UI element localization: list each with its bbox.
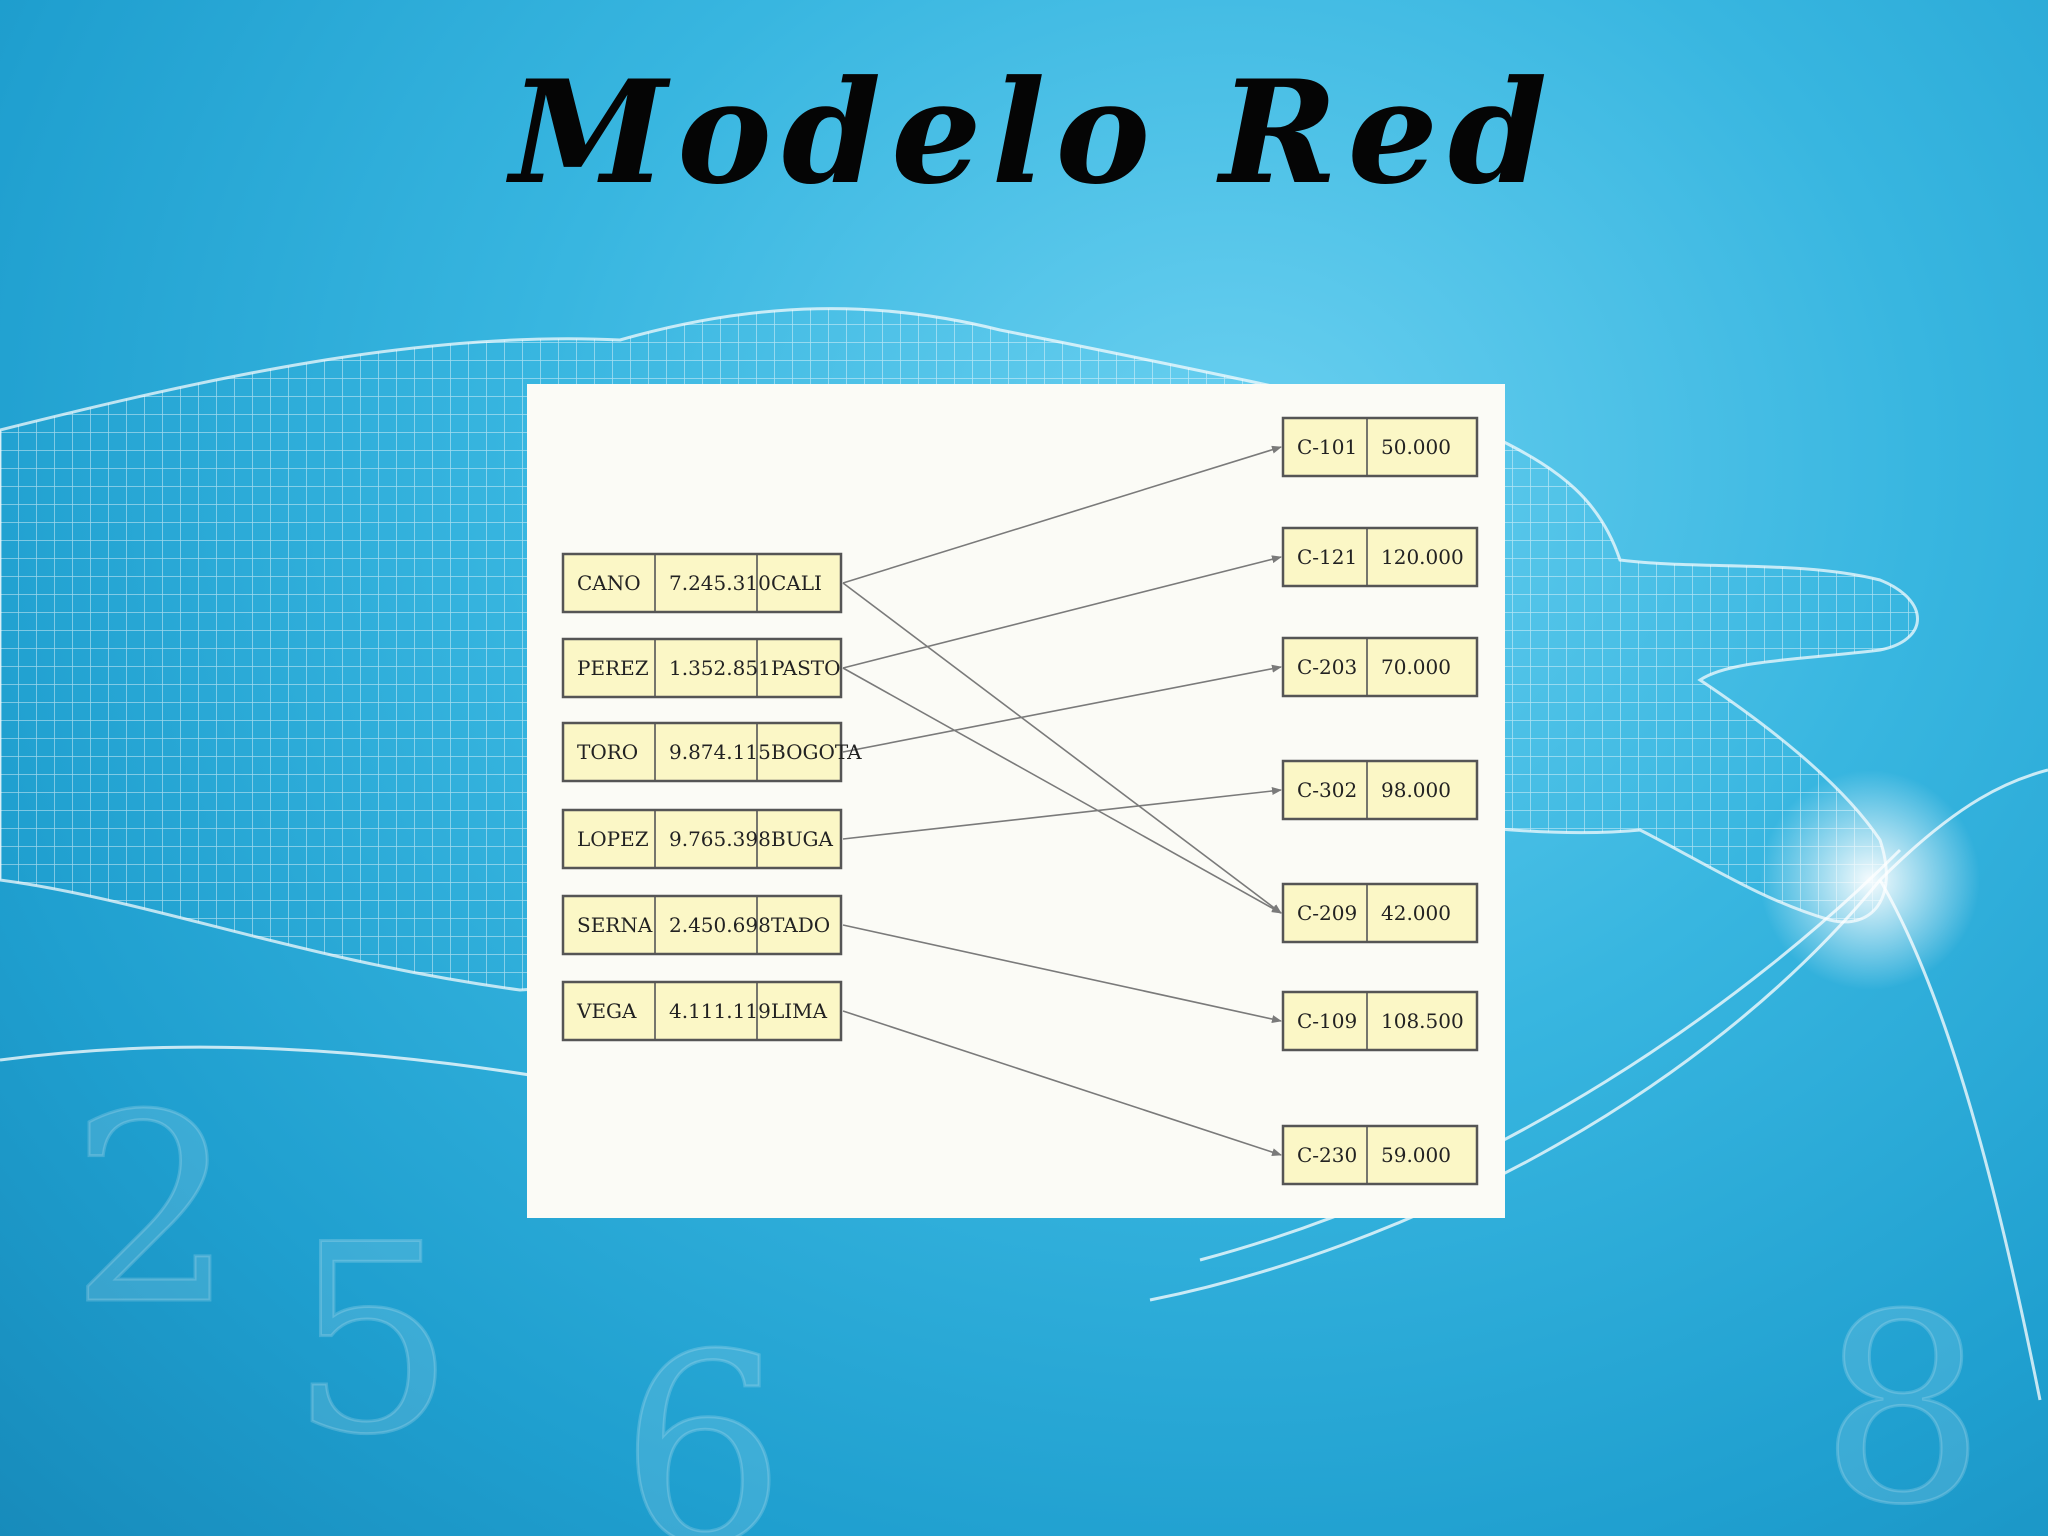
account-record-box [1281,416,1479,478]
client-name: VEGA [576,999,637,1023]
client-record-box [561,552,843,614]
client-city: BOGOTA [771,740,862,764]
link-line-5 [842,787,1282,840]
account-code: C-121 [1297,545,1357,569]
client-name: LOPEZ [577,827,649,851]
account-code: C-230 [1297,1143,1357,1167]
account-record-box [1281,526,1479,588]
client-city: PASTO [771,656,841,680]
svg-text:2: 2 [70,1060,235,1362]
account-record-box [1281,882,1479,944]
link-line-7 [842,1010,1282,1156]
svg-text:8: 8 [1820,1260,1985,1536]
link-line-0 [842,445,1282,584]
account-balance: 98.000 [1381,778,1451,802]
account-balance: 42.000 [1381,901,1451,925]
client-record-box [561,808,843,870]
account-code: C-109 [1297,1009,1357,1033]
account-balance: 120.000 [1381,545,1464,569]
link-line-1 [842,582,1282,914]
link-line-4 [842,664,1282,753]
account-balance: 59.000 [1381,1143,1451,1167]
link-line-3 [842,667,1282,914]
client-name: SERNA [577,913,653,937]
account-balance: 108.500 [1381,1009,1464,1033]
faded-background-numbers: 2 5 6 8 [69,1059,1987,1536]
svg-text:5: 5 [290,1190,455,1492]
account-code: C-203 [1297,655,1357,679]
client-record-box [561,980,843,1042]
account-code: C-209 [1297,901,1357,925]
link-lines [842,445,1282,1156]
slide-title: Modelo Red [510,50,1558,216]
account-code: C-302 [1297,778,1357,802]
client-amount: 9.765.398 [669,827,771,851]
client-amount: 4.111.119 [669,999,771,1023]
svg-text:6: 6 [620,1300,785,1536]
account-balance: 70.000 [1381,655,1451,679]
client-name: CANO [577,571,641,595]
account-record: C-302 98.000 [1281,759,1479,821]
client-city: CALI [771,571,822,595]
client-record-box [561,894,843,956]
client-name: PEREZ [577,656,649,680]
client-city: BUGA [771,827,834,851]
client-record-box [561,637,843,699]
account-record-box [1281,990,1479,1052]
account-balance: 50.000 [1381,435,1451,459]
client-amount: 2.450.698 [669,913,771,937]
light-flare [1760,770,1980,990]
account-record: C-230 59.000 [1281,1124,1479,1186]
client-city: TADO [771,913,830,937]
client-amount: 9.874.115 [669,740,771,764]
link-line-2 [842,555,1282,669]
account-record: C-121 120.000 [1281,526,1479,588]
client-record-box [561,721,843,783]
client-amount: 1.352.851 [669,656,771,680]
account-code: C-101 [1297,435,1357,459]
account-record: C-209 42.000 [1281,882,1479,944]
account-record-box [1281,759,1479,821]
account-record-box [1281,636,1479,698]
client-amount: 7.245.310 [669,571,771,595]
account-record-box [1281,1124,1479,1186]
account-record: C-203 70.000 [1281,636,1479,698]
client-name: TORO [577,740,638,764]
account-record: C-101 50.000 [1281,416,1479,478]
account-record: C-109 108.500 [1281,990,1479,1052]
link-line-6 [842,924,1282,1023]
client-city: LIMA [771,999,828,1023]
